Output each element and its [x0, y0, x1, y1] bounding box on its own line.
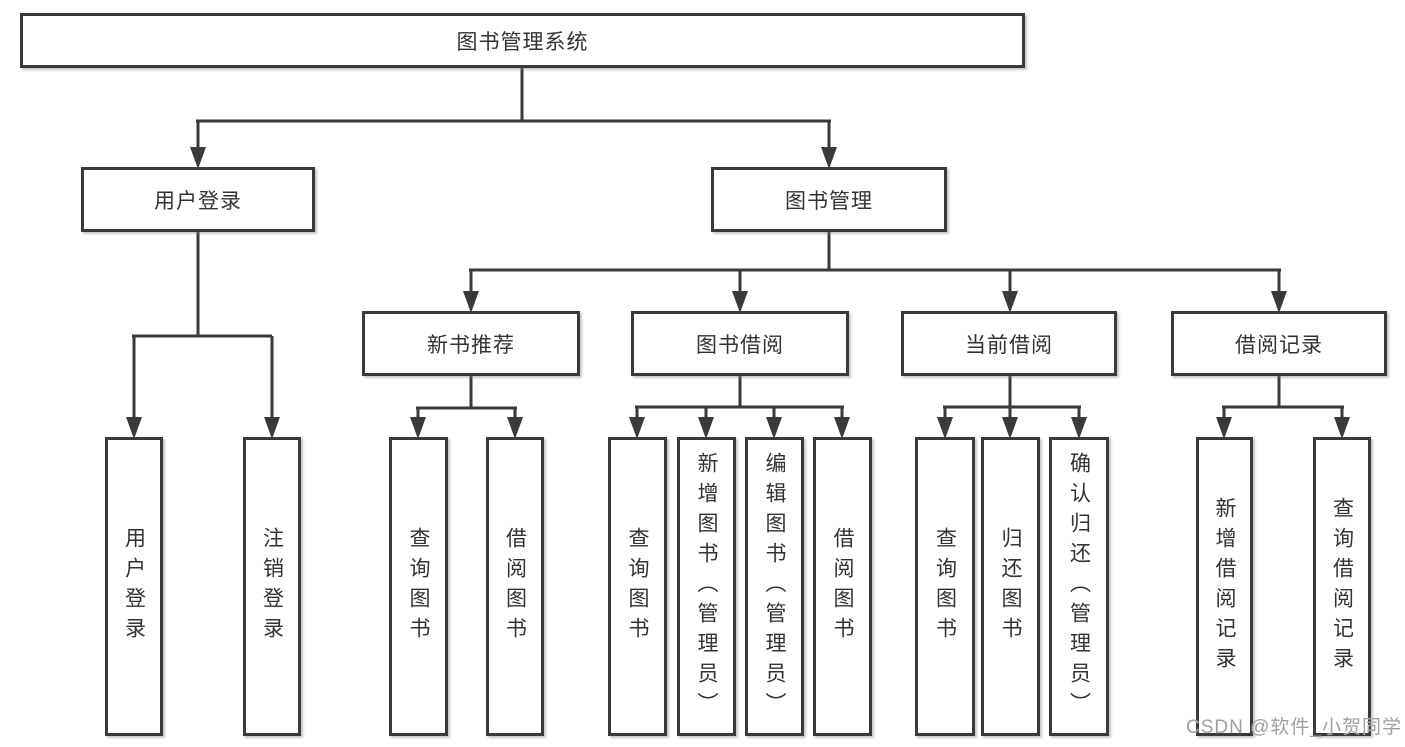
leaf-cb-return-books: 归还图书	[981, 437, 1040, 736]
node-root: 图书管理系统	[20, 13, 1025, 68]
node-book-borrowing: 图书借阅	[631, 311, 849, 376]
node-user-login-label: 用户登录	[154, 189, 242, 213]
leaf-cb-query-books: 查询图书	[915, 437, 975, 736]
node-new-book-recommendation: 新书推荐	[362, 311, 580, 376]
node-current-borrowing-label: 当前借阅	[965, 333, 1053, 357]
leaf-bb-query-books-label: 查询图书	[626, 526, 649, 647]
leaf-bb-query-books: 查询图书	[608, 437, 667, 736]
node-borrowing-records: 借阅记录	[1171, 311, 1387, 376]
leaf-logout: 注销登录	[243, 437, 301, 736]
leaf-logout-label: 注销登录	[260, 526, 284, 647]
node-book-borrowing-label: 图书借阅	[696, 333, 784, 357]
node-borrowing-records-label: 借阅记录	[1235, 333, 1323, 357]
leaf-nbr-borrow-books-label: 借阅图书	[503, 526, 527, 647]
leaf-bb-add-books-admin: 新增图书（管理员）	[677, 437, 736, 736]
node-book-management-label: 图书管理	[785, 189, 873, 213]
leaf-cb-confirm-return-admin-label: 确认归还（管理员）	[1067, 451, 1091, 722]
csdn-watermark: CSDN @软件_小贺同学	[1186, 717, 1402, 738]
leaf-bb-add-books-admin-label: 新增图书（管理员）	[695, 451, 718, 722]
leaf-cb-query-books-label: 查询图书	[933, 526, 957, 647]
leaf-br-query-record-label: 查询借阅记录	[1330, 496, 1354, 677]
leaf-nbr-query-books: 查询图书	[389, 437, 448, 736]
leaf-nbr-borrow-books: 借阅图书	[486, 437, 544, 736]
leaf-br-add-record-label: 新增借阅记录	[1213, 496, 1236, 677]
leaf-br-add-record: 新增借阅记录	[1196, 437, 1253, 736]
leaf-user-login: 用户登录	[105, 437, 163, 736]
node-book-management: 图书管理	[711, 167, 947, 232]
leaf-cb-return-books-label: 归还图书	[999, 526, 1022, 647]
node-user-login: 用户登录	[81, 167, 315, 232]
leaf-user-login-label: 用户登录	[122, 526, 146, 647]
node-current-borrowing: 当前借阅	[901, 311, 1117, 376]
leaf-cb-confirm-return-admin: 确认归还（管理员）	[1049, 437, 1109, 736]
node-root-label: 图书管理系统	[456, 30, 589, 54]
leaf-bb-edit-books-admin: 编辑图书（管理员）	[745, 437, 804, 736]
leaf-bb-borrow-books: 借阅图书	[813, 437, 872, 736]
leaf-bb-borrow-books-label: 借阅图书	[831, 526, 854, 647]
leaf-br-query-record: 查询借阅记录	[1313, 437, 1371, 736]
leaf-bb-edit-books-admin-label: 编辑图书（管理员）	[763, 451, 786, 722]
node-new-book-recommendation-label: 新书推荐	[427, 333, 515, 357]
leaf-nbr-query-books-label: 查询图书	[407, 526, 430, 647]
